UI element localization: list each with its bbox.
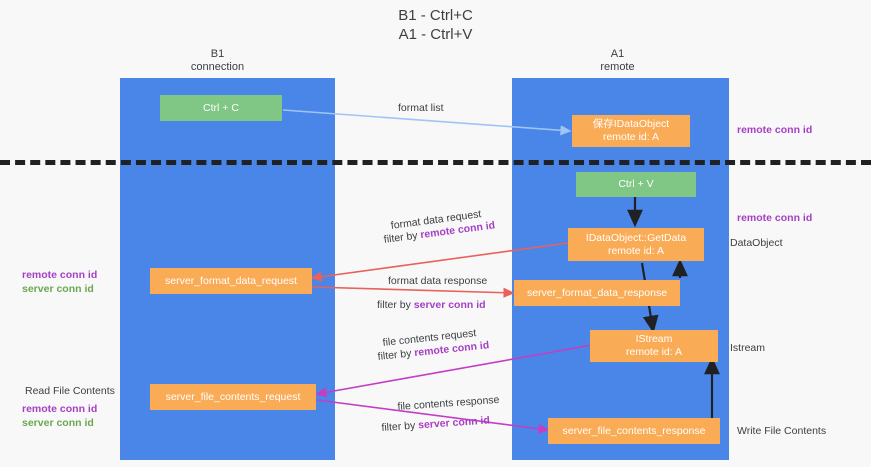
- right-label-dataobject: DataObject: [730, 237, 783, 249]
- left-label-server-conn-id-bottom: server conn id: [22, 417, 94, 429]
- server-format-data-request-box[interactable]: server_format_data_request: [150, 268, 312, 294]
- filter-key-server-conn-id: server conn id: [417, 414, 491, 432]
- label-format-data-response-filter: filter by server conn id: [377, 298, 486, 312]
- server-file-contents-response-box[interactable]: server_file_contents_response: [548, 418, 720, 444]
- server-format-data-response-box[interactable]: server_format_data_response: [514, 280, 680, 306]
- save-idataobject-box[interactable]: 保存IDataObject remote id: A: [572, 115, 690, 147]
- label-format-list: format list: [398, 102, 444, 114]
- diagram-title: B1 - Ctrl+C A1 - Ctrl+V: [398, 7, 473, 43]
- left-label-server-conn-id-mid: server conn id: [22, 283, 94, 295]
- right-label-remote-conn-id-top: remote conn id: [737, 124, 813, 136]
- separator-dashed-line: [0, 160, 871, 165]
- left-label-remote-conn-id-bottom: remote conn id: [22, 403, 98, 415]
- left-label-read-file-contents: Read File Contents: [25, 385, 115, 397]
- ctrl-c-box[interactable]: Ctrl + C: [160, 95, 282, 121]
- server-file-contents-request-box[interactable]: server_file_contents_request: [150, 384, 316, 410]
- label-format-data-response: format data response: [388, 275, 488, 287]
- filter-key-server-conn-id: server conn id: [413, 299, 486, 311]
- column-header-b1: B1 connection: [190, 48, 245, 73]
- left-label-remote-conn-id-mid: remote conn id: [22, 269, 98, 281]
- idataobject-getdata-box[interactable]: IDataObject::GetData remote id: A: [568, 228, 704, 261]
- label-file-contents-response-filter: filter by server conn id: [381, 413, 490, 435]
- right-label-remote-conn-id-mid: remote conn id: [737, 212, 813, 224]
- ctrl-v-box[interactable]: Ctrl + V: [576, 172, 696, 197]
- column-header-a1: A1 remote: [600, 48, 635, 73]
- filter-prefix: filter by: [377, 347, 415, 363]
- filter-prefix: filter by: [381, 419, 419, 434]
- filter-prefix: filter by: [383, 229, 422, 246]
- label-file-contents-response: file contents response: [397, 393, 500, 413]
- filter-prefix: filter by: [377, 299, 414, 311]
- right-label-write-file-contents: Write File Contents: [737, 425, 827, 437]
- right-label-istream: Istream: [730, 342, 766, 354]
- istream-box[interactable]: IStream remote id: A: [590, 330, 718, 362]
